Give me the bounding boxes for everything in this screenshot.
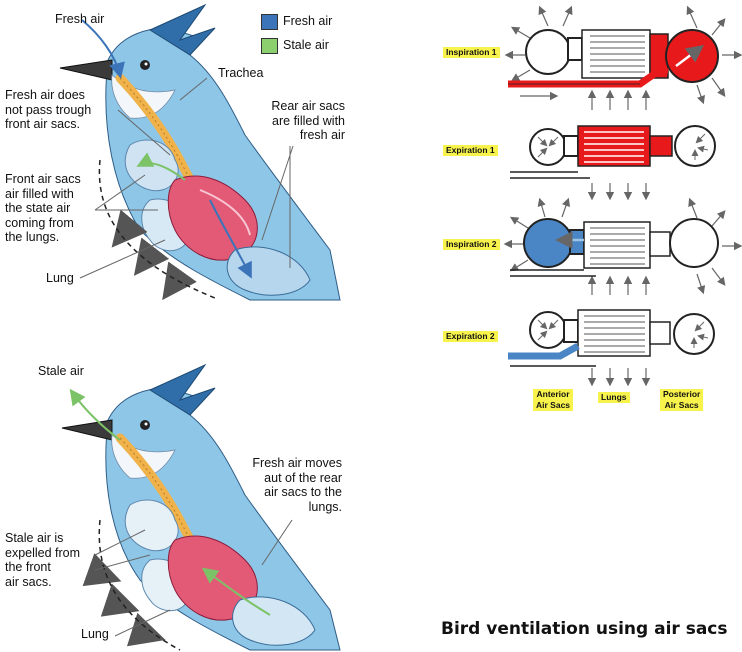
label-line: air filled with xyxy=(5,186,74,201)
top-bird-crest xyxy=(148,3,216,56)
tag-inspiration-1: Inspiration 1 xyxy=(443,47,500,58)
label-trachea: Trachea xyxy=(218,66,264,80)
page-title: Bird ventilation using air sacs xyxy=(441,619,728,639)
label-line: Stale air is xyxy=(5,531,64,545)
label-fresh-air-top: Fresh air xyxy=(55,12,105,26)
label-fresh-no-front: Fresh air does not pass trough front air… xyxy=(5,88,91,132)
label-line: air sacs to the xyxy=(264,485,342,499)
tag-expiration-2: Expiration 2 xyxy=(443,331,498,342)
legend-fresh-swatch xyxy=(261,14,278,30)
tag-anterior-air-sacs: Anterior Air Sacs xyxy=(533,389,574,411)
label-line: expelled from xyxy=(5,545,81,560)
label-lung-bottom: Lung xyxy=(81,627,109,641)
bottom-bird-illustration xyxy=(61,363,341,651)
tag-line: Air Sacs xyxy=(536,400,571,410)
label-line: air sacs. xyxy=(5,574,52,589)
bottom-bird-rear-air-sacs xyxy=(232,596,316,646)
label-line: the lungs. xyxy=(5,230,60,244)
legend-stale-swatch xyxy=(261,38,278,54)
label-line: Fresh air does xyxy=(5,88,85,102)
label-line: Fresh air moves xyxy=(252,456,342,470)
label-line: fresh air xyxy=(299,128,345,142)
tag-line: Anterior xyxy=(536,389,570,399)
label-line: Front air sacs xyxy=(5,172,81,186)
tag-expiration-1: Expiration 1 xyxy=(443,145,498,156)
bottom-bird-beak xyxy=(61,419,113,441)
label-rear-sacs-filled: Rear air sacs are filled with fresh air xyxy=(255,99,345,143)
stage-expiration-1 xyxy=(510,125,716,201)
tag-line: Posterior xyxy=(663,389,701,399)
top-bird-illustration xyxy=(59,3,341,301)
label-stale-expelled: Stale air is expelled from the front air… xyxy=(5,531,80,589)
label-line: the front xyxy=(5,560,51,574)
top-bird-rear-air-sacs xyxy=(226,246,311,296)
legend-stale-label: Stale air xyxy=(283,38,329,52)
label-line: front air sacs. xyxy=(5,117,81,131)
tag-posterior-air-sacs: Posterior Air Sacs xyxy=(660,389,704,411)
label-line: are filled with xyxy=(272,113,345,128)
legend-fresh-label: Fresh air xyxy=(283,14,333,28)
tag-inspiration-2: Inspiration 2 xyxy=(443,239,500,250)
label-lung-top: Lung xyxy=(46,271,74,285)
bottom-bird-crest xyxy=(148,363,216,416)
label-line: not pass trough xyxy=(5,102,92,117)
tag-line: Air Sacs xyxy=(664,400,699,410)
stage-inspiration-1 xyxy=(504,5,742,110)
label-line: coming from xyxy=(5,215,74,230)
label-line: the state air xyxy=(5,201,71,215)
label-line: lungs. xyxy=(308,499,342,514)
stage-inspiration-2 xyxy=(503,197,742,295)
label-line: aut of the rear xyxy=(264,470,342,485)
stage-expiration-2 xyxy=(508,309,715,387)
label-line: Rear air sacs xyxy=(271,99,345,113)
top-bird-beak xyxy=(59,59,113,81)
label-stale-air-bottom: Stale air xyxy=(38,364,84,378)
tag-lungs: Lungs xyxy=(598,392,630,403)
label-front-sacs-filled: Front air sacs air filled with the state… xyxy=(5,172,81,245)
label-fresh-moves: Fresh air moves aut of the rear air sacs… xyxy=(238,456,342,514)
